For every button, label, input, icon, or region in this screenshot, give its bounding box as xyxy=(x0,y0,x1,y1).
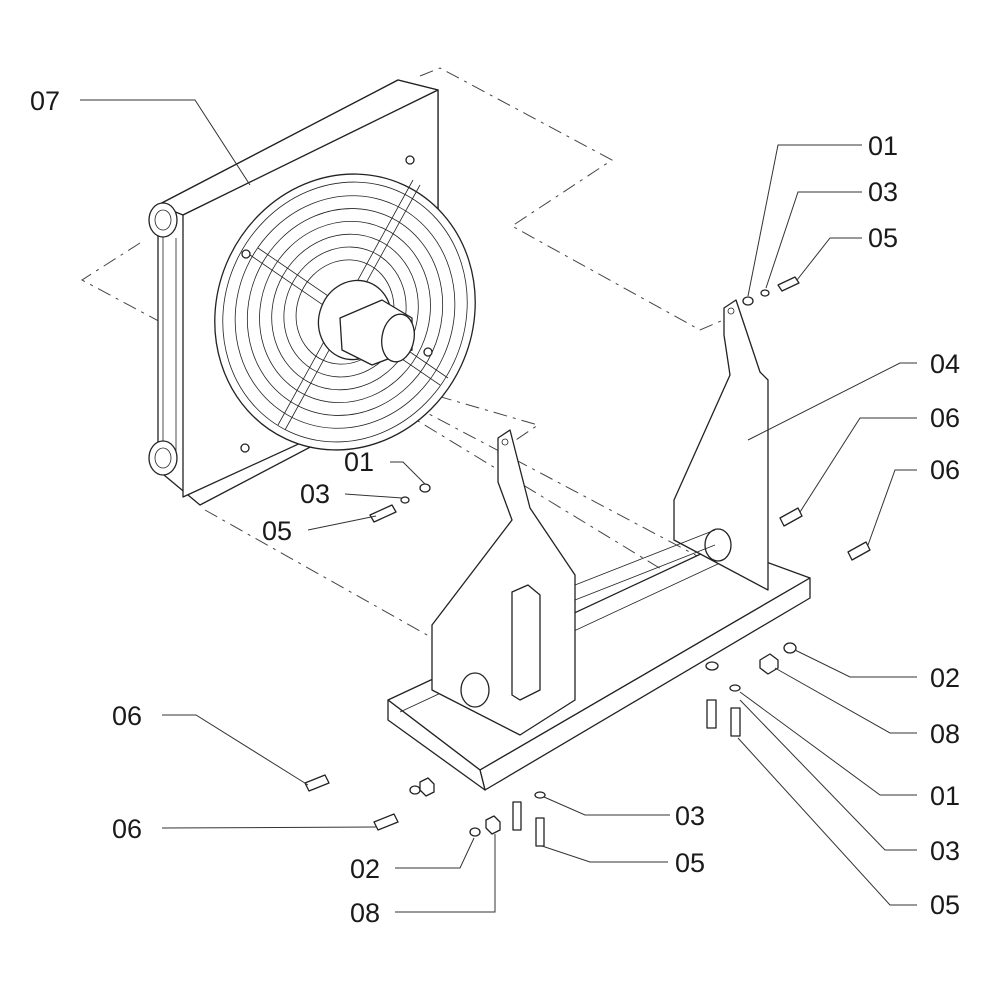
washer-03-upper xyxy=(760,289,770,297)
cooler-fan-assembly xyxy=(148,79,476,506)
bolt-06-left-lower xyxy=(373,813,399,831)
washer-01-upper xyxy=(742,296,754,306)
assembly-lines xyxy=(81,67,738,641)
fasteners xyxy=(304,276,871,847)
callout-06-right-lower: 06 xyxy=(930,455,960,485)
washer-01-mid xyxy=(419,483,431,493)
callout-07: 07 xyxy=(30,86,60,116)
mount-tab-top xyxy=(405,155,415,165)
bolt-05-mid xyxy=(369,504,397,523)
callout-03-bottom: 03 xyxy=(675,801,705,831)
mount-tab-right xyxy=(423,347,433,357)
mount-tab-left xyxy=(241,249,251,259)
left-side-bracket xyxy=(431,429,576,736)
callout-03-lower: 03 xyxy=(930,836,960,866)
callout-01-upper: 01 xyxy=(868,131,898,161)
washer-01-under xyxy=(705,661,719,671)
callout-08-right: 08 xyxy=(930,719,960,749)
callout-04: 04 xyxy=(930,349,960,379)
callout-01-lower: 01 xyxy=(930,781,960,811)
outlet-fitting xyxy=(148,440,178,476)
callout-05-bottom: 05 xyxy=(675,848,705,878)
mounting-frame xyxy=(387,299,811,791)
bolt-05-upper xyxy=(777,276,800,292)
callout-06-right-upper: 06 xyxy=(930,403,960,433)
callout-08-bottom: 08 xyxy=(350,898,380,928)
leader-lines xyxy=(80,99,917,913)
washer-02-right xyxy=(783,642,797,654)
nut-08-bottom xyxy=(485,815,501,835)
washer-03-mid xyxy=(400,496,410,504)
callout-02-bottom: 02 xyxy=(350,854,380,884)
right-side-bracket xyxy=(673,299,769,591)
washer-02-bottom xyxy=(469,827,481,837)
callout-05-lower: 05 xyxy=(930,890,960,920)
bolt-05-under-b xyxy=(730,707,741,737)
base-plate-side xyxy=(387,699,486,791)
callout-03-upper: 03 xyxy=(868,177,898,207)
callout-labels: 07 01 03 05 04 06 06 01 03 05 02 08 01 0… xyxy=(30,86,960,928)
inlet-fitting xyxy=(148,202,178,238)
callout-01-mid: 01 xyxy=(344,447,374,477)
washer-03-bottom xyxy=(534,791,546,799)
callout-02-right: 02 xyxy=(930,663,960,693)
bolt-06-left-upper xyxy=(304,774,330,792)
bolt-06-right-upper xyxy=(779,507,803,527)
callout-05-upper: 05 xyxy=(868,223,898,253)
callout-03-mid: 03 xyxy=(300,479,330,509)
callout-06-left-lower: 06 xyxy=(112,814,142,844)
channel-bracket xyxy=(511,584,541,701)
bolt-06-right-lower xyxy=(847,541,871,561)
bolt-05-bottom-a xyxy=(512,801,522,831)
bolt-05-under-a xyxy=(706,699,717,729)
bolt-05-bottom-b xyxy=(535,817,545,847)
callout-05-mid: 05 xyxy=(262,516,292,546)
mount-tab-bottom xyxy=(240,443,250,453)
callout-06-left-upper: 06 xyxy=(112,701,142,731)
nut-08-right xyxy=(759,653,779,675)
washer-03-under xyxy=(729,684,741,692)
